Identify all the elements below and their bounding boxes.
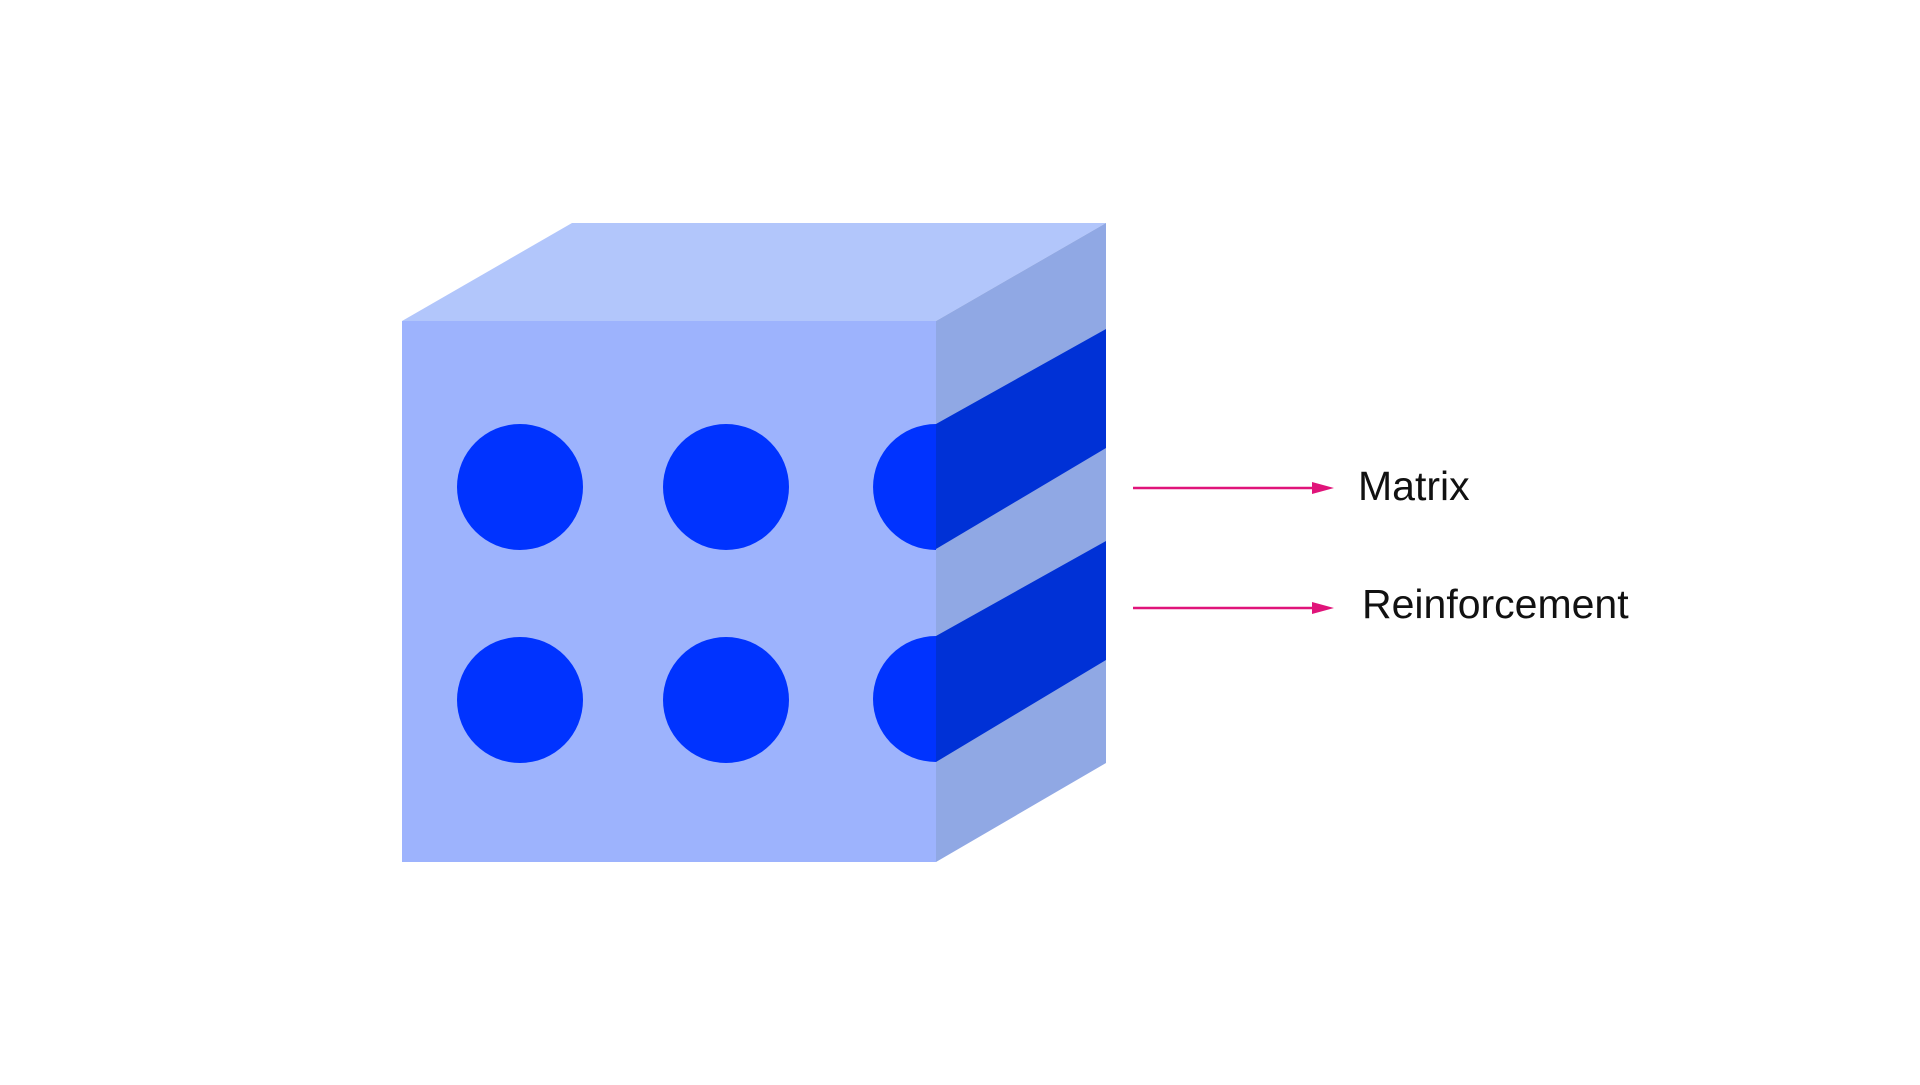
cube-top-face <box>402 223 1106 321</box>
matrix-arrow-head <box>1312 482 1334 494</box>
fiber-circle <box>663 637 789 763</box>
matrix-label: Matrix <box>1358 463 1470 509</box>
cube-side-face <box>936 223 1106 862</box>
fiber-half-circle <box>873 424 936 550</box>
reinforcement-arrow-head <box>1312 602 1334 614</box>
fiber-circle <box>457 637 583 763</box>
fiber-band-upper <box>936 329 1106 549</box>
reinforcement-label: Reinforcement <box>1362 581 1629 627</box>
fiber-band-lower <box>936 541 1106 762</box>
cube-front-face <box>402 321 936 862</box>
fiber-circle <box>457 424 583 550</box>
fiber-circle <box>663 424 789 550</box>
fiber-half-circle <box>873 636 936 762</box>
